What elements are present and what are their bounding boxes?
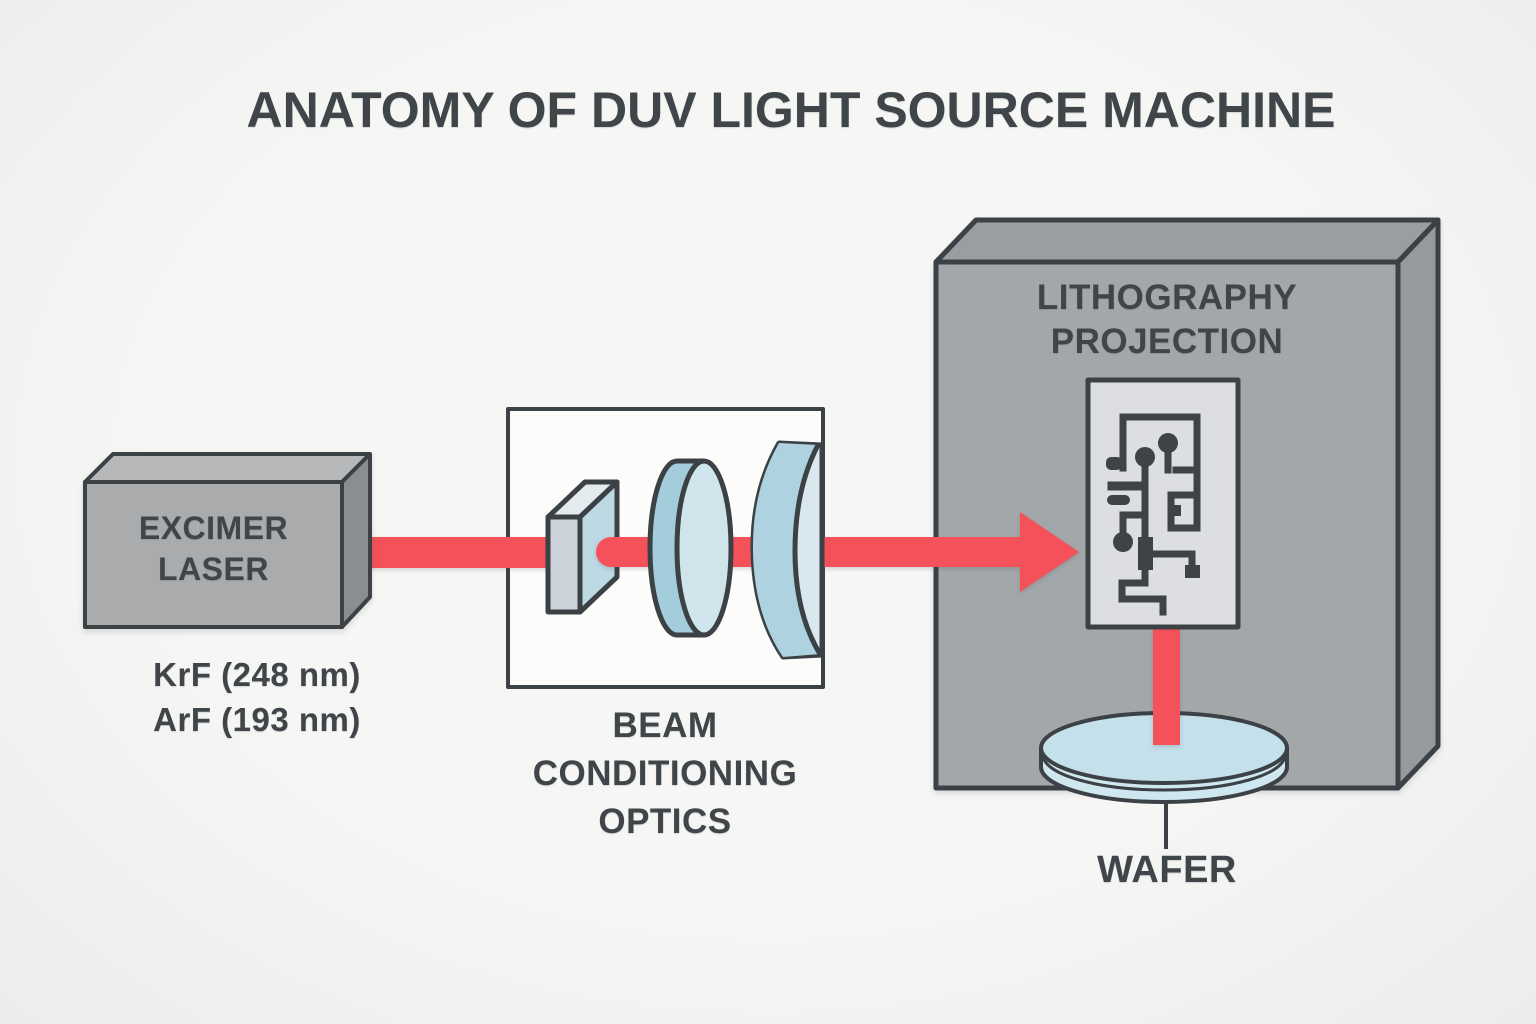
beam-optics-label: BEAM CONDITIONING OPTICS xyxy=(490,702,840,846)
photomask-panel xyxy=(1085,377,1241,630)
convex-lens xyxy=(647,458,734,638)
wafer-rim-divider xyxy=(1041,754,1287,792)
lithography-label-line2: PROJECTION xyxy=(1050,322,1284,361)
excimer-laser-label-line2: LASER xyxy=(158,551,269,587)
beam-optics-label-line1: BEAM xyxy=(612,706,718,745)
prism-front-face xyxy=(545,514,583,615)
laser-box-top-face xyxy=(83,452,372,484)
wavelength-krf: KrF (248 nm) xyxy=(153,656,361,693)
laser-box-side-face xyxy=(340,452,372,629)
diagram-title: ANATOMY OF DUV LIGHT SOURCE MACHINE xyxy=(246,82,1336,138)
wafer-disc xyxy=(1039,711,1289,804)
meniscus-lens-inner-edge xyxy=(792,443,823,656)
prism-element xyxy=(545,479,620,615)
circuit-pattern-icon xyxy=(1106,413,1201,616)
laser-beam xyxy=(350,537,562,568)
laser-wavelengths: KrF (248 nm) ArF (193 nm) xyxy=(107,652,407,742)
lithography-box-side-face xyxy=(1395,217,1441,791)
meniscus-lens-crescent xyxy=(752,443,820,657)
excimer-laser-label-line1: EXCIMER xyxy=(138,510,289,546)
beam-optics-label-line3: OPTICS xyxy=(598,802,732,841)
convex-lens-face xyxy=(674,458,734,638)
wavelength-arf: ArF (193 nm) xyxy=(153,701,361,738)
laser-box-front-face xyxy=(83,480,344,629)
beam-arrowhead xyxy=(1020,512,1079,592)
beam-optics-label-line2: CONDITIONING xyxy=(532,754,798,793)
wafer-label: WAFER xyxy=(1097,849,1237,891)
excimer-laser-box xyxy=(83,452,372,629)
excimer-laser-label: EXCIMER LASER xyxy=(85,508,342,590)
meniscus-lens xyxy=(750,440,825,660)
photomask-plate xyxy=(1085,377,1241,630)
lithography-projection-label: LITHOGRAPHY PROJECTION xyxy=(1017,276,1317,364)
lithography-label-line1: LITHOGRAPHY xyxy=(1036,278,1298,317)
lithography-box-top-face xyxy=(933,217,1441,265)
